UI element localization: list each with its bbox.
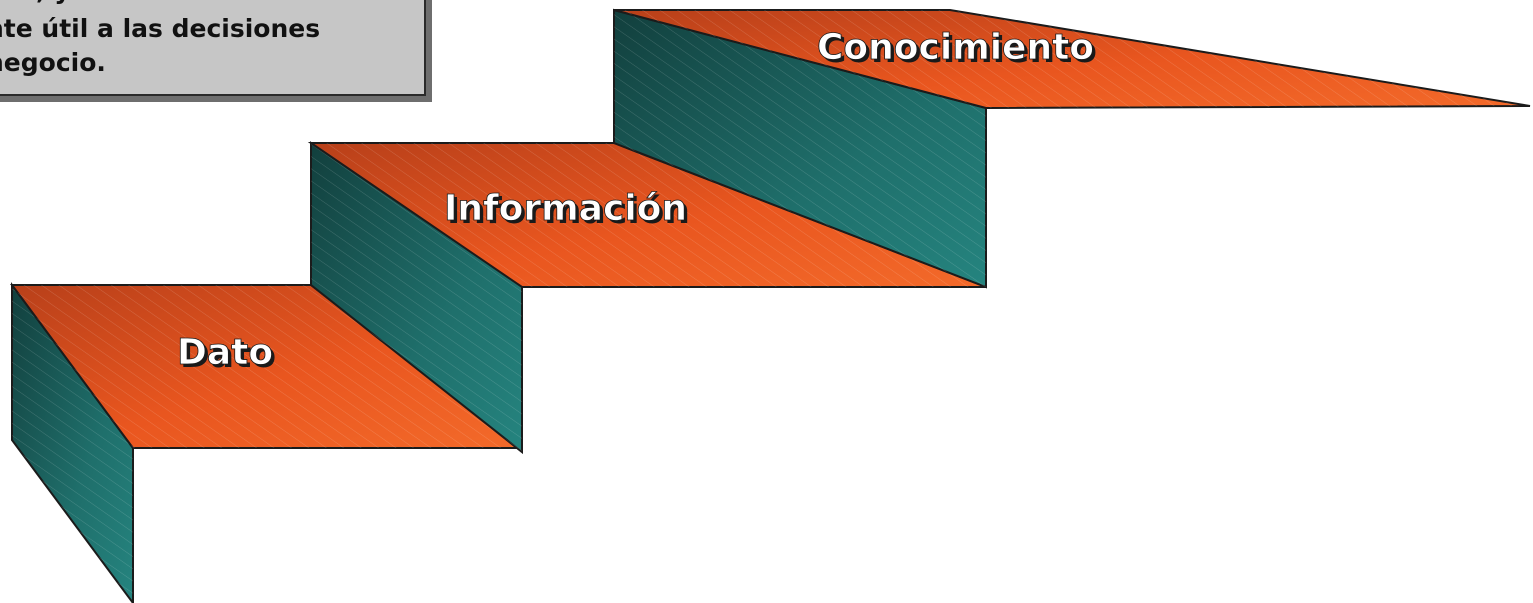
step-informacion-label-shadow: Información (447, 191, 690, 232)
step-informacion-tread-hatch (311, 143, 986, 287)
step-informacion: Información Información (307, 141, 987, 455)
step-dato-label: Dato (177, 332, 273, 373)
step-informacion-riser-hatch (311, 143, 522, 452)
step-conocimiento: Conocimiento Conocimiento (613, 8, 1531, 289)
step-dato-riser-hatch (12, 285, 133, 603)
callout-text-line-2: nte útil a las decisiones (0, 14, 321, 43)
callout-text-line-1: , y (36, 0, 424, 8)
step-dato: Dato Dato (10, 281, 523, 603)
step-conocimiento-riser-hatch (614, 10, 986, 287)
step-conocimiento-label-shadow: Conocimiento (820, 30, 1097, 71)
step-conocimiento-label: Conocimiento (817, 27, 1094, 68)
definition-callout-box: , y nte útil a las decisiones negocio. (0, 0, 426, 96)
step-dato-label-shadow: Dato (180, 335, 276, 376)
step-conocimiento-tread-hatch (614, 10, 1530, 108)
callout-text-line-3: negocio. (0, 48, 106, 77)
step-informacion-label: Información (444, 188, 687, 229)
step-dato-tread-hatch (12, 285, 520, 448)
